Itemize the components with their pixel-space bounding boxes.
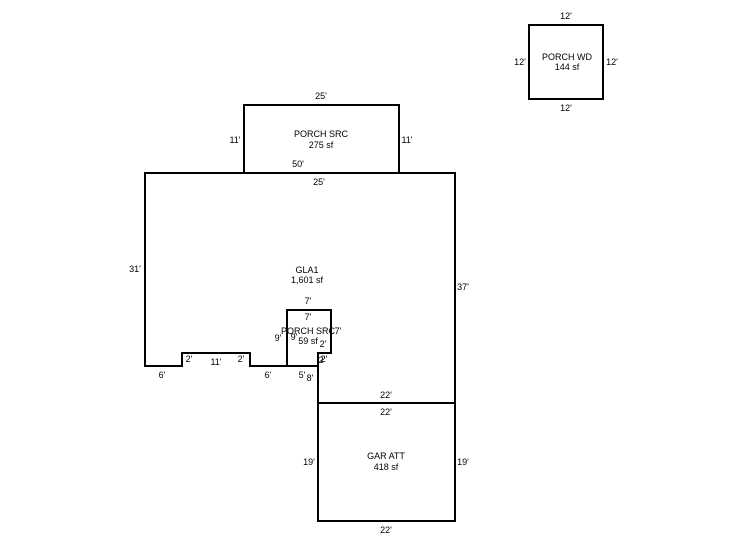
porch-src-bottom-dim: 50' bbox=[292, 159, 304, 169]
porch-src-small-label: PORCH SRC bbox=[281, 326, 336, 336]
gla1-bottom-dim-c: 11' bbox=[210, 357, 221, 367]
porch-src-outline bbox=[243, 104, 400, 174]
porch-src-small-outline bbox=[286, 309, 332, 366]
gar-att-left-dim: 19' bbox=[303, 457, 315, 467]
gla1-bottom-dim-e: 6' bbox=[265, 370, 272, 380]
porch-wd-size: 144 sf bbox=[555, 62, 580, 72]
gar-att-top-outer-dim: 22' bbox=[380, 390, 392, 400]
porch-src-area: PORCH SRC 275 sf 25' 11' 11' 50' bbox=[229, 91, 413, 174]
gla1-top-dim: 25' bbox=[313, 177, 325, 187]
gar-att-right-dim: 19' bbox=[457, 457, 469, 467]
gla1-bottom-dim-b: 2' bbox=[186, 354, 193, 364]
porch-src-small-left-dim: 9' bbox=[291, 332, 298, 342]
porch-src-label: PORCH SRC bbox=[294, 129, 349, 139]
gla1-left-dim: 31' bbox=[129, 264, 141, 274]
porch-src-small-step-dim: 2' bbox=[321, 354, 328, 364]
porch-wd-left-dim: 12' bbox=[514, 57, 526, 67]
gla1-bottom-dim-d: 2' bbox=[238, 354, 245, 364]
gar-att-bottom-dim: 22' bbox=[380, 525, 392, 535]
gla1-area: GLA1 1,601 sf 25' 31' 37' 6' 2' 11' 2' 6… bbox=[129, 172, 469, 404]
gar-att-outline bbox=[317, 402, 456, 522]
porch-src-right-dim: 11' bbox=[401, 135, 412, 145]
gla1-outline bbox=[144, 172, 456, 404]
porch-wd-right-dim: 12' bbox=[606, 57, 618, 67]
porch-wd-area: PORCH WD 144 sf 12' 12' 12' 12' bbox=[514, 11, 618, 113]
gla1-right-dim: 37' bbox=[457, 282, 469, 292]
gla1-label: GLA1 bbox=[295, 265, 318, 275]
porch-wd-label: PORCH WD bbox=[542, 52, 592, 62]
porch-src-small-right-outer-dim: 7' bbox=[335, 326, 342, 336]
gla1-size: 1,601 sf bbox=[291, 275, 324, 285]
porch-src-small-top-outer-dim: 7' bbox=[305, 296, 312, 306]
gar-att-top-dim: 22' bbox=[380, 407, 392, 417]
porch-src-small-step-dim-b: 2' bbox=[319, 355, 326, 365]
porch-src-small-size: 59 sf bbox=[298, 336, 318, 346]
porch-src-small-area: PORCH SRC 59 sf 7' 7' 9' 9' 7' 2' 2' 2' bbox=[275, 296, 342, 366]
gla1-bottom-dim-a: 6' bbox=[159, 370, 166, 380]
gar-att-area: GAR ATT 418 sf 22' 22' 22' 19' 19' bbox=[303, 390, 469, 535]
gla1-bottom-dim-f: 5' bbox=[299, 370, 306, 380]
gla1-bottom-dim-g: 8' bbox=[307, 373, 314, 383]
gar-att-label: GAR ATT bbox=[367, 451, 405, 461]
porch-src-small-top-dim: 7' bbox=[305, 312, 312, 322]
porch-src-size: 275 sf bbox=[309, 140, 334, 150]
porch-src-top-dim: 25' bbox=[315, 91, 327, 101]
porch-src-left-dim: 11' bbox=[229, 135, 240, 145]
porch-wd-outline bbox=[528, 24, 604, 100]
porch-src-small-left-outer-dim: 9' bbox=[275, 333, 282, 343]
porch-src-small-right-dim: 2' bbox=[320, 339, 327, 349]
porch-wd-top-dim: 12' bbox=[560, 11, 572, 21]
gar-att-size: 418 sf bbox=[374, 462, 399, 472]
porch-wd-bottom-dim: 12' bbox=[560, 103, 572, 113]
